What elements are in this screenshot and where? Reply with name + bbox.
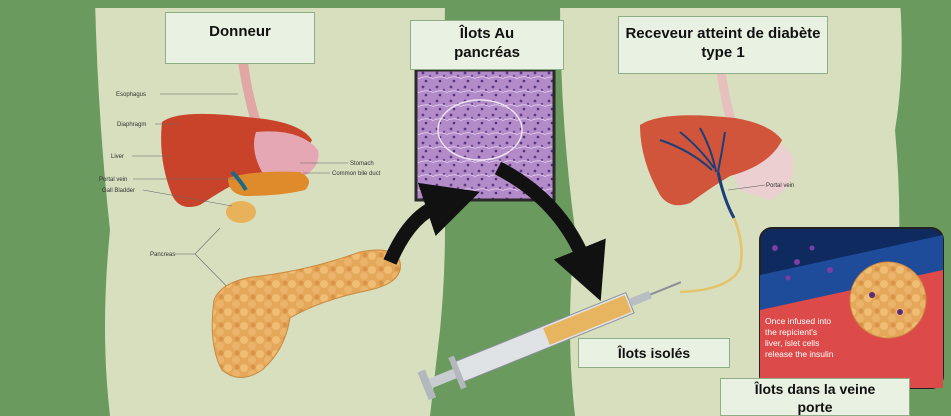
islet-micrograph (416, 70, 554, 200)
title-islets-pancreas: Îlots Au pancréas (410, 20, 564, 70)
title-donor: Donneur (165, 12, 315, 64)
islet-cluster (850, 262, 926, 338)
label-gall-bladder: Gall Bladder (102, 188, 135, 194)
label-isolated-islets: Îlots isolés (578, 338, 730, 368)
label-islets-portal-vein: Îlots dans la veine porte (720, 378, 910, 416)
infusion-note: Once infused into the repicient's liver,… (765, 316, 837, 360)
label-pancreas: Pancreas (150, 252, 175, 258)
label-stomach: Stomach (350, 161, 374, 167)
label-diaphragm: Diaphragm (117, 122, 146, 128)
label-portal-vein: Portal vein (99, 177, 127, 183)
label-liver: Liver (111, 154, 124, 160)
donor-gall-bladder (226, 201, 256, 223)
title-recipient: Receveur atteint de diabète type 1 (618, 16, 828, 74)
label-recipient-portal-vein: Portal vein (766, 183, 794, 189)
portal-vein-inset (760, 228, 943, 388)
label-common-bile-duct: Common bile duct (332, 171, 381, 177)
label-esophagus: Esophagus (116, 92, 146, 98)
